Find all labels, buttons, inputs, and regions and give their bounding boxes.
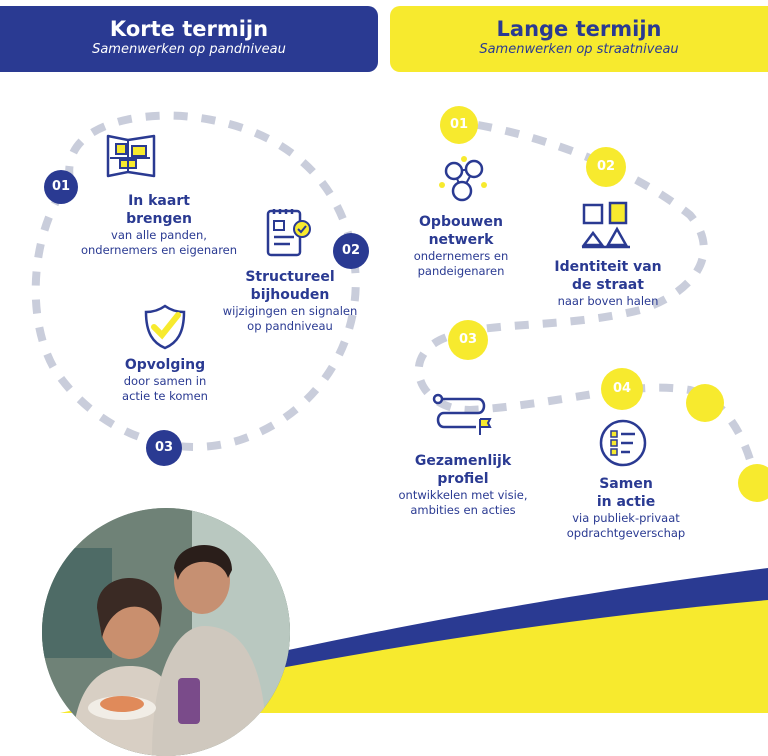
short-term-dashed-loop <box>31 111 360 451</box>
short-term-title: Korte termijn <box>109 17 269 41</box>
map-icon <box>106 134 156 178</box>
long-term-subtitle: Samenwerken op straatniveau <box>479 42 679 57</box>
short-step-badge-03: 03 <box>146 430 182 466</box>
step-description: van alle panden, <box>111 228 207 242</box>
long-step-02: Identiteit van de straat naar boven hale… <box>540 258 676 309</box>
step-title: de straat <box>572 277 644 293</box>
shield-check-icon <box>144 304 186 350</box>
step-title: In kaart <box>128 193 190 209</box>
step-title: brengen <box>126 211 192 227</box>
long-step-04: Samen in actie via publiek-privaat opdra… <box>556 475 696 541</box>
step-title: bijhouden <box>250 287 330 303</box>
deco-dot <box>686 384 724 422</box>
step-description: door samen in <box>123 374 207 388</box>
step-description: op pandniveau <box>247 319 333 333</box>
step-description: via publiek-privaat <box>572 511 680 525</box>
short-step-02: Structureel bijhouden wijzigingen en sig… <box>210 268 370 334</box>
step-description: actie te komen <box>122 389 208 403</box>
short-term-banner: Korte termijn Samenwerken op pandniveau <box>0 6 378 72</box>
long-step-badge-04: 04 <box>601 368 643 410</box>
step-title: Samen <box>599 476 653 492</box>
long-step-01: Opbouwen netwerk ondernemers en pandeige… <box>396 213 526 279</box>
step-description: ondernemers en eigenaren <box>80 243 238 257</box>
long-step-badge-02: 02 <box>586 147 626 187</box>
step-title: Gezamenlijk <box>414 453 512 469</box>
task-list-icon <box>599 419 647 467</box>
step-title: netwerk <box>428 232 494 248</box>
team-photo <box>42 508 290 756</box>
long-term-title: Lange termijn <box>496 17 662 41</box>
step-description: opdrachtgeverschap <box>566 526 686 540</box>
step-title: in actie <box>596 494 656 510</box>
long-step-badge-03: 03 <box>448 320 488 360</box>
buildings-icon <box>581 201 630 249</box>
short-step-badge-01: 01 <box>44 170 78 204</box>
deco-dot <box>738 464 768 502</box>
step-description: wijzigingen en signalen <box>222 304 358 318</box>
step-title: profiel <box>437 471 489 487</box>
step-description: naar boven halen <box>557 294 659 308</box>
step-description: ondernemers en <box>413 249 509 263</box>
step-title: Opvolging <box>124 357 206 373</box>
step-title: Opbouwen <box>419 214 503 230</box>
network-icon <box>439 156 487 202</box>
short-step-badge-02: 02 <box>333 233 369 269</box>
step-title: Structureel <box>245 269 335 285</box>
step-description: ambities en acties <box>410 503 516 517</box>
short-step-01: In kaart brengen van alle panden, ondern… <box>74 192 244 258</box>
step-description: pandeigenaren <box>417 264 505 278</box>
short-term-subtitle: Samenwerken op pandniveau <box>92 42 286 57</box>
long-step-badge-01: 01 <box>440 106 478 144</box>
short-step-03: Opvolging door samen in actie te komen <box>100 356 230 404</box>
route-icon <box>432 393 492 435</box>
step-description: ontwikkelen met visie, <box>398 488 528 502</box>
checklist-icon <box>266 209 311 257</box>
long-term-dashed-path <box>414 121 759 481</box>
long-term-banner: Lange termijn Samenwerken op straatnivea… <box>390 6 768 72</box>
long-step-03: Gezamenlijk profiel ontwikkelen met visi… <box>388 452 538 518</box>
step-title: Identiteit van <box>554 259 662 275</box>
